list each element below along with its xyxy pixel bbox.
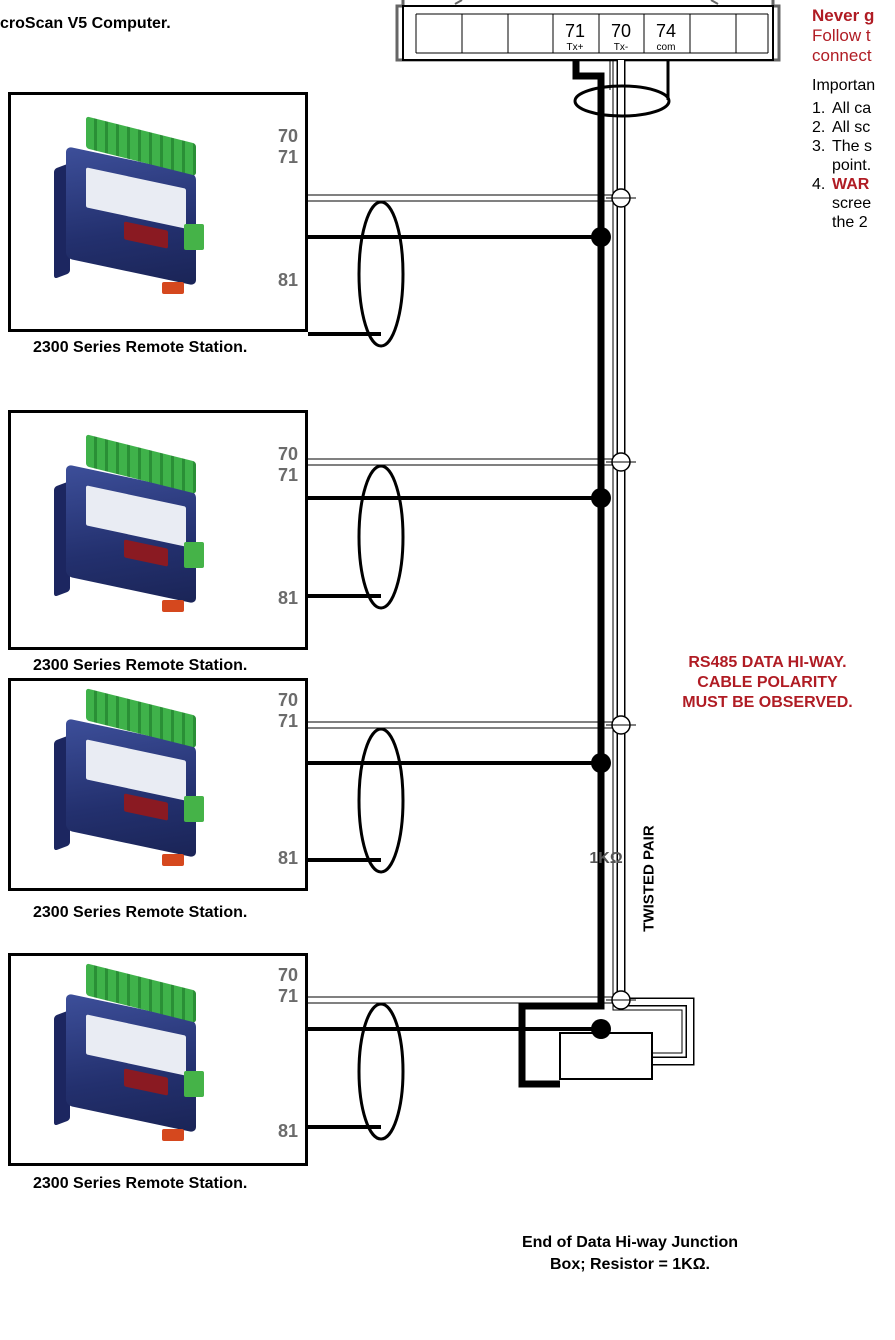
terminal-71-sub: Tx+ [566, 42, 584, 53]
cable-screen-loop [357, 727, 405, 874]
terminal-block [395, 0, 781, 62]
cable-screen-loop [357, 1002, 405, 1141]
terminal-70-number: 70 [610, 21, 632, 41]
note-number: 1. [812, 100, 826, 117]
note-continuation: point. [832, 157, 872, 174]
terminal-70-label: 70 [277, 126, 298, 146]
terminal-81-label: 81 [277, 588, 298, 608]
rs485-label: RS485 DATA HI-WAY. CABLE POLARITY MUST B… [640, 653, 895, 713]
computer-title: croScan V5 Computer. [0, 15, 171, 32]
junction-node [591, 753, 611, 773]
terminal-74-sub: com [656, 42, 676, 53]
terminal-81-label: 81 [277, 270, 298, 290]
warning-line-1: Follow t [812, 26, 871, 45]
note-continuation: scree [832, 195, 872, 212]
note-item: 4. WAR scree the 2 [812, 175, 895, 232]
terminal-71-label: 71 [277, 986, 298, 1006]
end-caption-line-1: End of Data Hi-way Junction [521, 1234, 738, 1251]
remote-station-module-image [36, 688, 226, 866]
resistor-box [559, 1032, 653, 1080]
station-frame [8, 678, 308, 891]
computer-cable-loop [573, 84, 671, 118]
note-item: 1. All ca [812, 99, 895, 118]
terminal-70-label: 70 [277, 444, 298, 464]
cable-screen-loop [357, 200, 405, 348]
note-text: All ca [832, 100, 872, 117]
remote-station-module-image [36, 963, 226, 1141]
terminal-70-label: 70 [277, 965, 298, 985]
rs485-line-2: CABLE POLARITY [697, 674, 838, 691]
end-junction-caption: End of Data Hi-way Junction Box; Resisto… [470, 1232, 790, 1276]
note-continuation: the 2 [832, 214, 868, 231]
notes-list: 1. All ca 2. All sc 3. The s point. 4. WAR scr… [812, 99, 895, 232]
note-item: 2. All sc [812, 118, 895, 137]
note-number: 2. [812, 119, 826, 136]
station-caption: 2300 Series Remote Station. [33, 657, 248, 674]
cable-screen-loop [357, 464, 405, 610]
notes-intro: Importan [812, 77, 876, 94]
terminal-81-label: 81 [277, 1121, 298, 1141]
junction-node [591, 488, 611, 508]
rs485-line-1: RS485 DATA HI-WAY. [688, 654, 847, 671]
note-text: All sc [832, 119, 871, 136]
station-frame [8, 953, 308, 1166]
station-caption: 2300 Series Remote Station. [33, 904, 248, 921]
station-caption: 2300 Series Remote Station. [33, 339, 248, 356]
end-caption-line-2: Box; Resistor = 1KΩ. [550, 1256, 710, 1273]
warning-line-2: connect [812, 46, 872, 65]
station-caption: 2300 Series Remote Station. [33, 1175, 248, 1192]
note-number: 3. [812, 138, 826, 155]
note-warning-text: WAR [832, 176, 870, 193]
junction-node [591, 1019, 611, 1039]
terminal-71-label: 71 [277, 147, 298, 167]
note-item: 3. The s point. [812, 137, 895, 175]
terminal-70-label: 70 [277, 690, 298, 710]
terminal-71-label: 71 [277, 465, 298, 485]
remote-station-module-image [36, 434, 226, 612]
rs485-line-3: MUST BE OBSERVED. [682, 694, 853, 711]
terminal-81-label: 81 [277, 848, 298, 868]
terminal-74-number: 74 [655, 21, 677, 41]
station-frame [8, 410, 308, 650]
station-frame [8, 92, 308, 332]
terminal-71-label: 71 [277, 711, 298, 731]
terminal-70-sub: Tx- [613, 42, 629, 53]
note-text: The s [832, 138, 873, 155]
warning-heading: Never g [812, 6, 875, 25]
twisted-pair-text: TWISTED PAIR [640, 825, 658, 932]
junction-node [591, 227, 611, 247]
terminal-71-number: 71 [564, 21, 586, 41]
note-number: 4. [812, 176, 826, 193]
warning-box: Never g Follow t connect [812, 6, 895, 66]
notes-panel: Importan 1. All ca 2. All sc 3. The s point.… [812, 76, 895, 232]
tx-plus-wire [518, 60, 605, 1088]
remote-station-module-image [36, 116, 226, 294]
resistor-label: 1KΩ [589, 850, 623, 867]
